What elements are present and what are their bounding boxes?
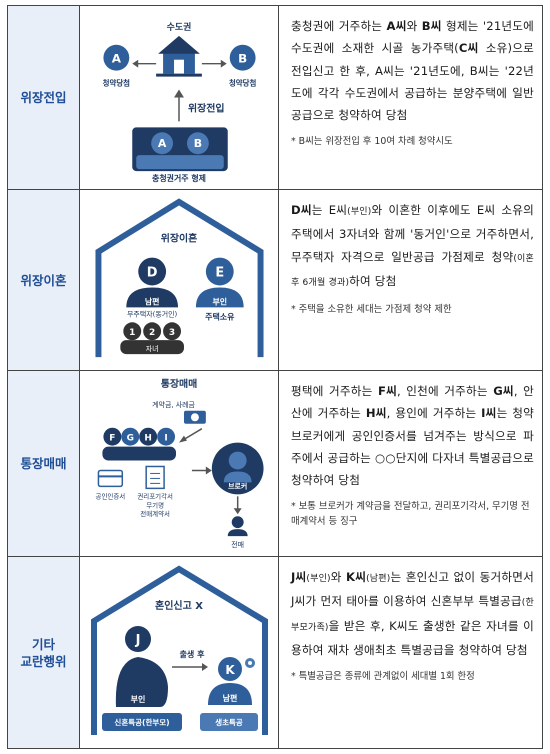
person-a-icon [103, 44, 130, 71]
wife-label: 부인 [212, 296, 227, 306]
row-label: 통장매매 [8, 371, 80, 556]
bearer-label: 무기명 [146, 500, 164, 509]
case-note: * 주택을 소유한 세대는 가점제 청약 제한 [291, 304, 452, 316]
left-arrow-icon [132, 59, 157, 68]
resale-label: 전매 [231, 540, 244, 549]
row-label: 위장전입 [8, 6, 80, 189]
person-a-letter: A [112, 52, 122, 66]
person-b-letter: B [238, 52, 247, 66]
fake-divorce-diagram: 위장이혼 D 남편 무주택자(동거인) E 부인 주택소유 [95, 198, 264, 358]
win-b-label: 청약당첨 [229, 78, 257, 88]
case-text: 충청권에 거주하는 A씨와 B씨 형제는 '21년도에 수도권에 소재한 시골 … [291, 19, 534, 123]
husband-label: 남편 [223, 693, 238, 703]
resale-contract-label: 전매계약서 [140, 509, 170, 518]
svg-text:E: E [215, 266, 224, 281]
waiver-label: 권리포기각서 [137, 491, 173, 500]
row-account-trading: 통장매매 통장매매 계약금, 사례금 F G H I [8, 371, 542, 557]
region-label: 수도권 [167, 21, 192, 33]
to-buyers-arrow-icon [179, 428, 203, 443]
cert-label: 공인인증서 [96, 491, 126, 500]
svg-text:G: G [127, 434, 134, 444]
newlywed-special-badge [102, 713, 182, 731]
children-icon [120, 322, 184, 355]
case-text: D씨는 E씨(부인)와 이혼한 이후에도 E씨 소유의 주택에서 3자녀와 함께… [291, 203, 534, 288]
svg-text:B: B [194, 137, 202, 150]
down-arrow-icon [233, 496, 242, 515]
svg-text:생초특공: 생초특공 [215, 717, 243, 727]
row-label: 위장이혼 [8, 190, 80, 370]
right-arrow-icon [201, 59, 227, 68]
fake-move-in-diagram: 수도권 A 청약당첨 B 청약당첨 [103, 21, 257, 183]
brothers-label: 충청권거주 형제 [152, 173, 206, 183]
illustration-fake-divorce: 위장이혼 D 남편 무주택자(동거인) E 부인 주택소유 [80, 190, 279, 370]
case-description: D씨는 E씨(부인)와 이혼한 이후에도 E씨 소유의 주택에서 3자녀와 함께… [279, 190, 542, 370]
no-marriage-title: 혼인신고 X [155, 599, 203, 612]
other-disruption-diagram: 혼인신고 X J 부인 출생 후 K [91, 565, 268, 735]
children-label: 자녀 [146, 344, 159, 353]
up-arrow-icon [174, 89, 184, 122]
svg-text:J: J [135, 633, 141, 648]
person-b-icon [229, 44, 256, 71]
case-note: * 특별공급은 종류에 관계없이 세대별 1회 한정 [291, 671, 475, 683]
person-e-icon [195, 257, 244, 308]
money-icon [183, 410, 206, 424]
person-k-icon [208, 657, 252, 705]
svg-text:A: A [158, 137, 167, 150]
wife-label: 부인 [131, 694, 146, 704]
case-text: 평택에 거주하는 F씨, 인천에 거주하는 G씨, 안산에 거주하는 H씨, 용… [291, 384, 535, 488]
broker-label: 브로커 [228, 481, 247, 490]
person-j-icon [115, 626, 168, 707]
row-fake-divorce: 위장이혼 위장이혼 D 남편 무주택자(동거인) E [8, 190, 542, 371]
husband-label: 남편 [145, 296, 160, 306]
row-fake-move-in: 위장전입 수도권 A 청약당첨 B 청약당첨 [8, 6, 542, 190]
house-icon [156, 35, 202, 77]
case-text: J씨(부인)와 K씨(남편)는 혼인신고 없이 동거하면서 J씨가 먼저 태아를… [291, 570, 534, 657]
divorce-title: 위장이혼 [161, 232, 198, 245]
first-home-special-badge [200, 713, 258, 731]
case-description: 평택에 거주하는 F씨, 인천에 거주하는 G씨, 안산에 거주하는 H씨, 용… [279, 371, 542, 556]
resale-person-icon [227, 516, 248, 537]
certificate-icon [97, 469, 124, 488]
buyers-icon [102, 427, 177, 461]
document-icon [145, 465, 165, 490]
move-in-label: 위장전입 [188, 101, 225, 114]
case-description: 충청권에 거주하는 A씨와 B씨 형제는 '21년도에 수도권에 소재한 시골 … [279, 6, 542, 189]
svg-text:신혼특공(한부모): 신혼특공(한부모) [114, 717, 169, 727]
case-note: * 보통 브로커가 계약금을 전달하고, 권리포기각서, 무기명 전매계약서 등… [291, 501, 530, 528]
svg-text:3: 3 [169, 328, 175, 338]
trading-title: 통장매매 [161, 377, 198, 390]
svg-text:K: K [225, 663, 235, 677]
case-description: J씨(부인)와 K씨(남편)는 혼인신고 없이 동거하면서 J씨가 먼저 태아를… [279, 557, 542, 748]
illustration-fake-move-in: 수도권 A 청약당첨 B 청약당첨 [80, 6, 279, 189]
svg-text:2: 2 [149, 328, 155, 338]
svg-text:1: 1 [129, 328, 135, 338]
house-outline-icon [91, 565, 268, 735]
to-broker-arrow-icon [191, 466, 212, 475]
cases-table: 위장전입 수도권 A 청약당첨 B 청약당첨 [7, 5, 543, 749]
after-birth-label: 출생 후 [180, 649, 206, 659]
case-note: * B씨는 위장전입 후 10여 차례 청약시도 [291, 136, 453, 148]
broker-icon [211, 442, 264, 495]
svg-text:I: I [164, 434, 167, 444]
illustration-other-disruption: 혼인신고 X J 부인 출생 후 K [80, 557, 279, 748]
svg-text:D: D [147, 266, 158, 281]
money-label: 계약금, 사례금 [152, 400, 195, 409]
win-a-label: 청약당첨 [103, 78, 131, 88]
location-pin-icon [245, 658, 255, 668]
account-trading-diagram: 통장매매 계약금, 사례금 F G H I [96, 377, 264, 549]
right-arrow-icon [172, 663, 208, 671]
wife-sub: 주택소유 [205, 311, 235, 321]
husband-sub: 무주택자(동거인) [127, 309, 177, 318]
svg-text:F: F [109, 434, 115, 444]
illustration-account-trading: 통장매매 계약금, 사례금 F G H I [80, 371, 279, 556]
house-outline-icon [95, 198, 264, 358]
person-d-icon [126, 257, 179, 308]
svg-text:H: H [144, 434, 151, 444]
